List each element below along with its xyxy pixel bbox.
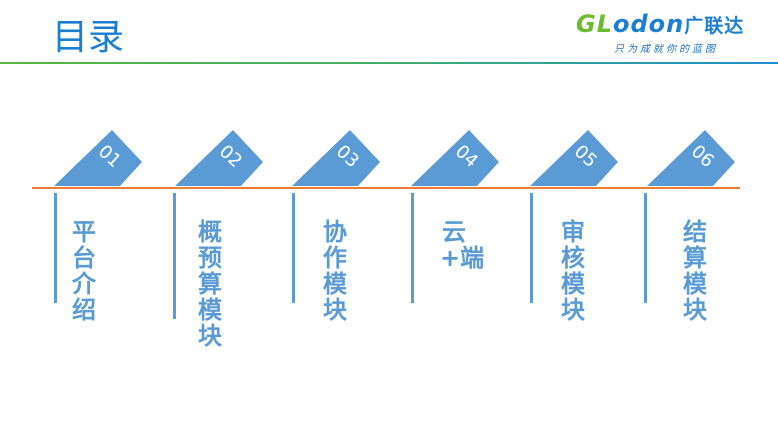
logo-word-green: GL — [576, 10, 613, 38]
item-label: 审核模块 — [561, 218, 585, 324]
item-label: 结算模块 — [683, 218, 707, 324]
item-label: 概预算模块 — [198, 218, 222, 350]
item-label: 云+端 — [440, 218, 485, 272]
number-tab — [647, 130, 735, 186]
logo-slogan: 只为成就你的蓝图 — [614, 44, 718, 55]
page-title: 目录 — [52, 17, 125, 58]
item-bar — [644, 193, 647, 303]
logo-cn: 广联达 — [684, 15, 745, 37]
number-tab — [54, 130, 142, 186]
number-tab — [530, 130, 618, 186]
item-bar — [292, 193, 295, 303]
item-bar — [411, 193, 414, 303]
number-tab — [411, 130, 499, 186]
number-tab — [292, 130, 380, 186]
header-divider — [0, 62, 778, 64]
logo-word-blue: odon — [613, 10, 685, 38]
item-label: 协作模块 — [323, 218, 347, 324]
item-bar — [173, 193, 176, 319]
item-bar — [54, 193, 57, 303]
item-bar — [530, 193, 533, 303]
number-tab — [175, 130, 263, 186]
item-label: 平台介绍 — [72, 218, 96, 324]
logo: GLodon广联达 只为成就你的蓝图 — [576, 10, 766, 55]
timeline-divider — [32, 187, 740, 189]
